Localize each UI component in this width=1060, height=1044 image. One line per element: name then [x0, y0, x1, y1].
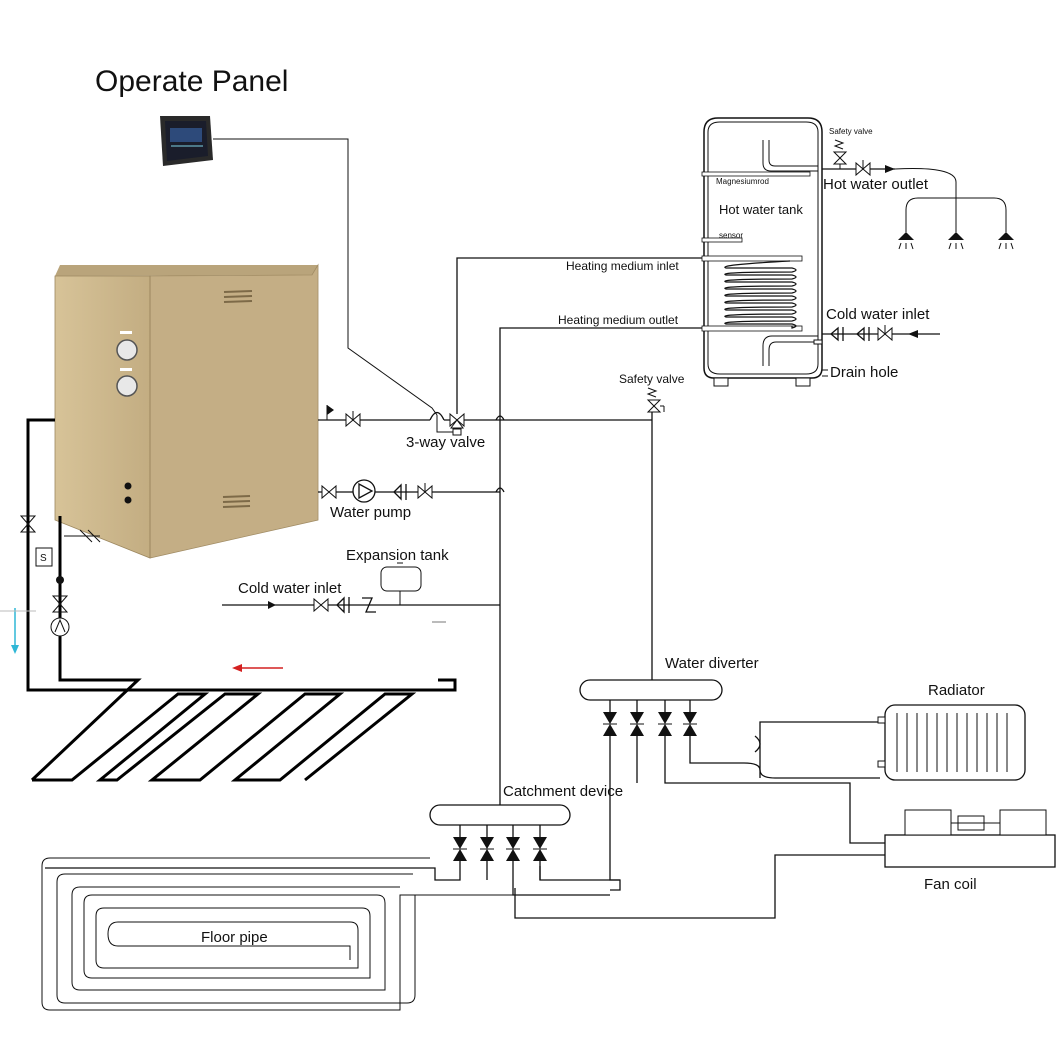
manifold-valve-icon [683, 700, 697, 742]
valve-icon [855, 160, 871, 177]
hot-water-tank: Hot water tank Magnesiumrod sensor [701, 117, 823, 387]
heating-medium-outlet-label: Heating medium outlet [558, 313, 679, 327]
radiator-label: Radiator [928, 682, 985, 699]
hot-water-tank-label: Hot water tank [719, 202, 803, 217]
supply-pipe [318, 411, 652, 421]
manifold-valve-icon [506, 825, 520, 866]
expansion-tank-label: Expansion tank [346, 547, 449, 564]
expansion-tank-icon [380, 566, 422, 592]
magnesium-rod-label: Magnesiumrod [716, 177, 769, 186]
cold-water-inlet-label: Cold water inlet [238, 580, 342, 597]
three-way-valve-icon [449, 412, 465, 436]
heating-coil-icon [701, 255, 803, 332]
manifold-valve-icon [533, 825, 547, 866]
manifold-valve-icon [630, 700, 644, 742]
three-way-valve-label: 3-way valve [406, 434, 485, 451]
operate-panel-title: Operate Panel [95, 65, 288, 98]
operate-panel-device [160, 116, 213, 166]
catchment-device-manifold [429, 804, 571, 826]
catchment-device-label: Catchment device [503, 783, 623, 800]
shower-head-icon [998, 232, 1014, 250]
cold-water-inlet-tank-label: Cold water inlet [826, 306, 930, 323]
catchment-valves [453, 825, 547, 866]
hot-water-outlet-label: Hot water outlet [823, 176, 929, 193]
valve-icon [877, 325, 893, 342]
safety-valve-label: Safety valve [619, 372, 685, 386]
valve-icon [417, 483, 433, 500]
pressure-gauge-icon [116, 339, 138, 361]
left-valve-icon [19, 515, 37, 533]
manifold-valve-icon [658, 700, 672, 742]
vent-grille-top [223, 290, 253, 303]
valve-icon [321, 484, 337, 500]
pipe-port-icon [124, 482, 132, 490]
radiator-icon [884, 704, 1026, 781]
control-cable [213, 138, 438, 416]
heat-pump-unit [54, 263, 319, 559]
fan-coil-label: Fan coil [924, 876, 977, 893]
shower-head-icon [948, 232, 964, 250]
shower-head-icon [898, 232, 914, 250]
manifold-valve-icon [603, 700, 617, 742]
manifold-valve-icon [453, 825, 467, 866]
floor-pipe-loops [41, 857, 513, 1011]
manifold-valve-icon [480, 825, 494, 866]
vent-grille-bottom [222, 495, 251, 508]
ground-loop-coils [32, 692, 417, 782]
tank-safety-valve-icon [832, 139, 848, 169]
water-diverter-label: Water diverter [665, 655, 759, 672]
water-diverter-manifold [579, 679, 723, 701]
valve-icon [313, 597, 329, 613]
fan-coil-icon [884, 809, 1056, 868]
safety-valve-icon [646, 387, 665, 413]
pipe-port-icon [124, 496, 132, 504]
flow-switch-icon [35, 547, 53, 567]
heating-medium-inlet-label: Heating medium inlet [566, 259, 679, 273]
left-valve-icon [51, 595, 69, 613]
pressure-gauge-icon [116, 375, 138, 397]
tank-safety-valve-label: Safety valve [829, 127, 873, 136]
sensor-label: sensor [719, 231, 743, 240]
svg-text:S: S [40, 553, 47, 564]
drain-valve-icon [64, 529, 101, 543]
drain-hole-label: Drain hole [830, 364, 898, 381]
water-pump-label: Water pump [330, 504, 411, 521]
diverter-valves [603, 700, 697, 742]
floor-pipe-label: Floor pipe [201, 929, 268, 946]
valve-icon [345, 411, 361, 428]
